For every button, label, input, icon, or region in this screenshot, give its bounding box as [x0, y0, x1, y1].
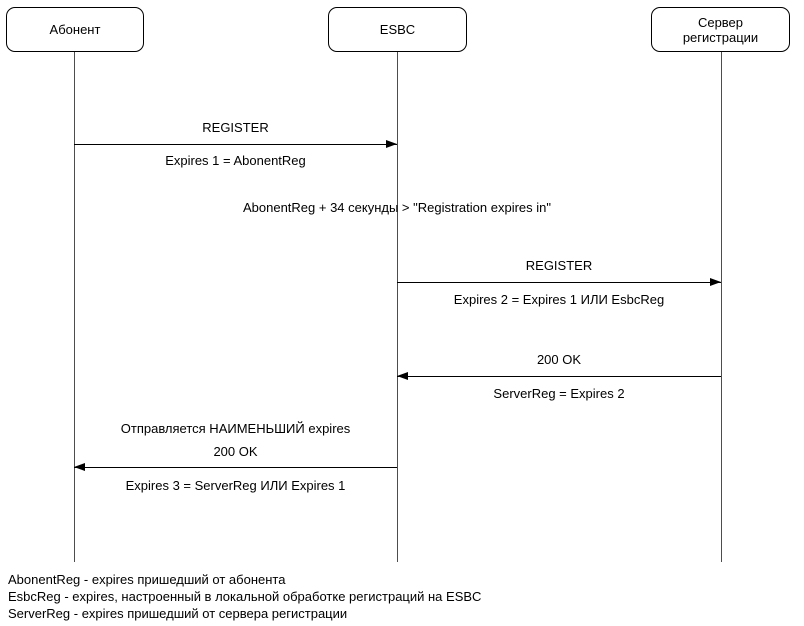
message-1-title: REGISTER [202, 120, 269, 135]
message-1-subtitle: Expires 1 = AbonentReg [165, 153, 306, 168]
lifeline-registration-server [721, 52, 722, 562]
lifeline-esbc [397, 52, 398, 562]
legend-serverreg: ServerReg - expires пришедший от сервера… [8, 606, 348, 621]
arrowhead-left-icon [74, 463, 85, 471]
actor-box-registration-server: Сервер регистрации [651, 7, 790, 52]
legend: AbonentReg - expires пришедший от абонен… [8, 571, 481, 622]
legend-abonentreg: AbonentReg - expires пришедший от абонен… [8, 572, 286, 587]
note-abonentreg-timer: AbonentReg + 34 секунды > "Registration … [242, 200, 551, 215]
message-2-subtitle: Expires 2 = Expires 1 ИЛИ EsbcReg [453, 292, 665, 307]
message-4-arrow [74, 463, 397, 471]
actor-label-esbc: ESBC [379, 22, 416, 37]
message-1-arrow [74, 140, 397, 148]
actor-label-registration-server: Сервер регистрации [682, 14, 759, 45]
arrowhead-left-icon [397, 372, 408, 380]
lifeline-abonent [74, 52, 75, 562]
message-3-title: 200 OK [536, 352, 582, 367]
message-4-subtitle: Expires 3 = ServerReg ИЛИ Expires 1 [125, 478, 346, 493]
message-3-arrow [397, 372, 721, 380]
actor-label-abonent: Абонент [49, 22, 101, 37]
arrowhead-right-icon [386, 140, 397, 148]
arrowhead-right-icon [710, 278, 721, 286]
message-2-arrow [397, 278, 721, 286]
actor-box-esbc: ESBC [328, 7, 467, 52]
actor-box-abonent: Абонент [6, 7, 144, 52]
legend-esbcreg: EsbcReg - expires, настроенный в локальн… [8, 589, 482, 604]
message-4-title: 200 OK [213, 444, 258, 459]
message-4-pretitle: Отправляется НАИМЕНЬШИЙ expires [120, 421, 351, 436]
message-3-subtitle: ServerReg = Expires 2 [493, 386, 625, 401]
message-2-title: REGISTER [525, 258, 593, 273]
